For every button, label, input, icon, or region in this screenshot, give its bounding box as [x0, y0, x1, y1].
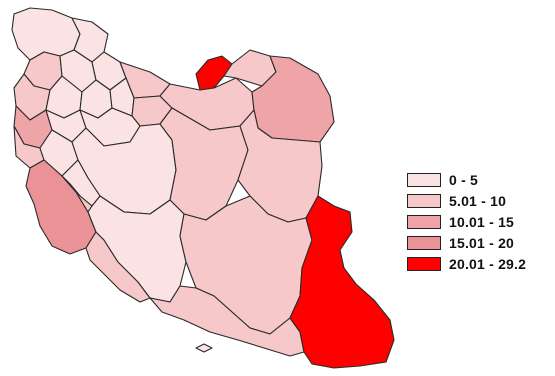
legend-label: 20.01 - 29.2: [449, 255, 527, 272]
legend-swatch: [407, 172, 441, 187]
legend-label: 5.01 - 10: [449, 192, 507, 209]
map-legend: 0 - 5 5.01 - 10 10.01 - 15 15.01 - 20 20.01 …: [407, 169, 526, 274]
legend-item: 20.01 - 29.2: [407, 253, 526, 274]
legend-swatch: [407, 235, 441, 250]
legend-swatch: [407, 256, 441, 271]
legend-swatch: [407, 214, 441, 229]
province-sistan-baluchestan: [289, 195, 395, 369]
legend-item: 5.01 - 10: [407, 190, 526, 211]
legend-label: 10.01 - 15: [449, 213, 515, 230]
legend-swatch: [407, 193, 441, 208]
choropleth-map: [11, 7, 395, 369]
legend-item: 0 - 5: [407, 169, 526, 190]
legend-label: 0 - 5: [449, 171, 479, 188]
legend-item: 10.01 - 15: [407, 211, 526, 232]
legend-label: 15.01 - 20: [449, 234, 515, 251]
legend-item: 15.01 - 20: [407, 232, 526, 253]
gulf-island: [195, 343, 213, 353]
